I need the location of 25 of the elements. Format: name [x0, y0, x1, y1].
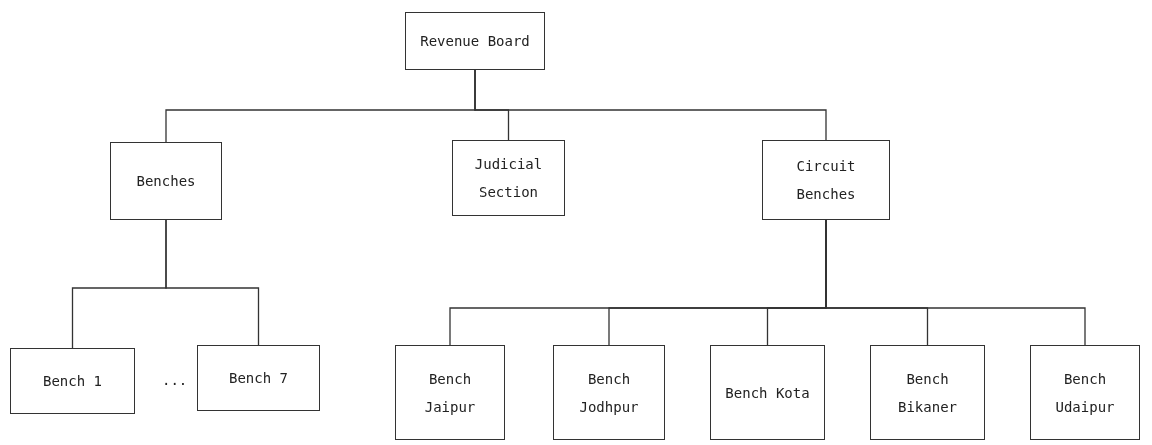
org-box [197, 345, 320, 411]
org-box [870, 345, 985, 440]
org-box [110, 142, 222, 220]
org-box [710, 345, 825, 440]
org-box [762, 140, 890, 220]
box-label: Bench Bikaner [897, 369, 958, 417]
box-label: Revenue Board [420, 32, 530, 51]
org-box [1030, 345, 1140, 440]
box-label: Judicial Section [473, 155, 544, 202]
box-label: Bench Jaipur [423, 369, 477, 417]
box-label: Bench Udaipur [1054, 369, 1116, 417]
box-label: Benches [136, 172, 196, 191]
org-box [395, 345, 505, 440]
box-label: Bench Kota [725, 383, 810, 403]
connector-line [474, 69, 827, 141]
org-box [405, 12, 545, 70]
connector-line [165, 219, 260, 346]
box-label: Bench Jodhpur [578, 369, 640, 417]
box-label: Bench 7 [229, 369, 288, 388]
ellipsis-text: ... [162, 372, 188, 388]
org-box [10, 348, 135, 414]
org-box [553, 345, 665, 440]
box-label: Bench 1 [43, 372, 102, 391]
org-box [452, 140, 565, 216]
box-label: Circuit Benches [795, 157, 857, 204]
